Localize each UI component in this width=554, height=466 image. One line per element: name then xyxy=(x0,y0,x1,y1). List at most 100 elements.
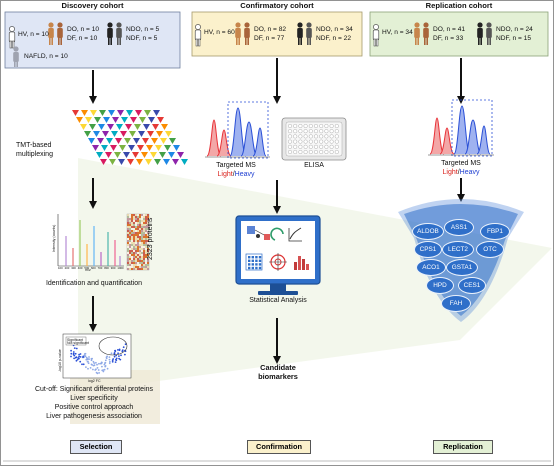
tmt-triangle-icon xyxy=(148,117,155,123)
heatmap-cell xyxy=(137,258,139,260)
tmt-triangle-icon xyxy=(139,117,146,123)
protein-ellipse-ass1: ASS1 xyxy=(444,219,474,236)
grid-dot xyxy=(255,266,258,270)
heatmap-cell xyxy=(145,258,147,260)
protein-ellipse-gsta1: GSTA1 xyxy=(446,259,478,276)
elisa-well xyxy=(298,134,303,139)
heatmap-cell xyxy=(135,224,137,226)
heatmap-cell xyxy=(139,242,141,244)
ms-tick-label: 1000 xyxy=(117,266,124,270)
elisa-well xyxy=(324,139,329,144)
protein-ellipse-fbp1: FBP1 xyxy=(480,223,510,240)
heatmap-cell xyxy=(147,222,149,224)
candidate-label-line2: biomarkers xyxy=(258,372,298,381)
computer-monitor xyxy=(235,215,321,295)
volcano-dot xyxy=(90,359,93,362)
heatmap-cell xyxy=(145,244,147,246)
heatmap-cell xyxy=(147,214,149,216)
heatmap-cell xyxy=(141,234,143,236)
heatmap-cell xyxy=(127,268,129,270)
person-icons-replication xyxy=(372,22,492,47)
tmt-triangle-icon xyxy=(119,145,126,151)
heatmap-cell xyxy=(145,236,147,238)
tmt-triangle-icon xyxy=(114,152,121,158)
heatmap-cell xyxy=(135,216,137,218)
criteria-line-3: Positive control approach xyxy=(54,404,134,411)
heatmap-cell xyxy=(135,238,137,240)
tmt-triangle-icon xyxy=(138,131,145,137)
tmt-triangle-icon xyxy=(135,110,142,116)
tmt-triangle-icon xyxy=(160,138,167,144)
tmt-triangle-icon xyxy=(112,117,119,123)
heatmap-cell xyxy=(129,256,131,258)
elisa-well xyxy=(324,144,329,149)
heatmap-cell xyxy=(137,264,139,266)
discovery-hv-label: HV, n = 10 xyxy=(18,31,49,38)
heatmap-cell xyxy=(147,232,149,234)
volcano-dot xyxy=(96,372,99,375)
heatmap-cell xyxy=(137,232,139,234)
heatmap-cell xyxy=(141,232,143,234)
confirmatory-df-label: DF, n = 77 xyxy=(254,35,285,42)
volcano-dot xyxy=(108,358,111,361)
elisa-well xyxy=(319,149,324,154)
volcano-dot xyxy=(70,349,72,352)
elisa-well xyxy=(288,139,293,144)
heatmap-cell xyxy=(139,260,141,262)
heatmap-cell xyxy=(135,240,137,242)
heatmap-cell xyxy=(137,256,139,258)
heatmap-cell xyxy=(139,240,141,242)
heatmap-cell xyxy=(143,238,145,240)
protein-ellipse-fah: FAH xyxy=(441,295,471,312)
heatmap-cell xyxy=(131,226,133,228)
heatmap-cell xyxy=(141,230,143,232)
person-icons-discovery xyxy=(8,22,122,67)
grid-dot xyxy=(248,266,251,270)
heatmap-cell xyxy=(133,256,135,258)
grid-dot xyxy=(248,263,251,266)
elisa-well xyxy=(308,129,313,134)
identification-label: Identification and quantification xyxy=(45,280,143,287)
heatmap-cell xyxy=(143,248,145,250)
heatmap-cell xyxy=(131,262,133,264)
elisa-well xyxy=(303,149,308,154)
elisa-well xyxy=(293,134,298,139)
volcano-dot xyxy=(87,362,90,365)
tmt-triangle-icon xyxy=(127,159,134,165)
heatmap-cell xyxy=(147,258,149,260)
confirmatory-hv-label: HV, n = 60 xyxy=(204,29,235,36)
elisa-well xyxy=(314,144,319,149)
heatmap-cell xyxy=(145,260,147,262)
heatmap-cell xyxy=(131,232,133,234)
heatmap-cell xyxy=(147,262,149,264)
heatmap-cell xyxy=(137,214,139,216)
heatmap-cell xyxy=(143,246,145,248)
heatmap-cell xyxy=(129,222,131,224)
heatmap-cell xyxy=(141,238,143,240)
tmt-triangle-icon xyxy=(84,131,91,137)
heatmap-cell xyxy=(137,266,139,268)
heatmap-cell xyxy=(143,250,145,252)
elisa-well xyxy=(303,134,308,139)
elisa-well xyxy=(334,139,339,144)
volcano-dot xyxy=(75,347,78,350)
heatmap-cell xyxy=(141,252,143,254)
tmt-triangle-icon xyxy=(116,124,123,130)
targeted-ms-peaks-confirmatory xyxy=(205,101,270,159)
tmt-triangle-icon xyxy=(103,117,110,123)
heatmap-cell xyxy=(139,256,141,258)
heatmap-cell xyxy=(135,222,137,224)
elisa-well xyxy=(288,123,293,128)
elisa-well xyxy=(319,139,324,144)
heatmap-cell xyxy=(133,226,135,228)
heatmap-cell xyxy=(139,238,141,240)
candidate-label-line1: Candidate xyxy=(260,363,296,372)
heatmap-cell xyxy=(141,218,143,220)
heatmap-cell xyxy=(141,222,143,224)
heatmap-cell xyxy=(131,244,133,246)
volcano-legend-nonsig: Not significant xyxy=(67,341,89,345)
heatmap-cell xyxy=(143,240,145,242)
tmt-triangle-icon xyxy=(90,110,97,116)
tmt-triangle-icon xyxy=(165,131,172,137)
volcano-dot xyxy=(119,358,122,361)
